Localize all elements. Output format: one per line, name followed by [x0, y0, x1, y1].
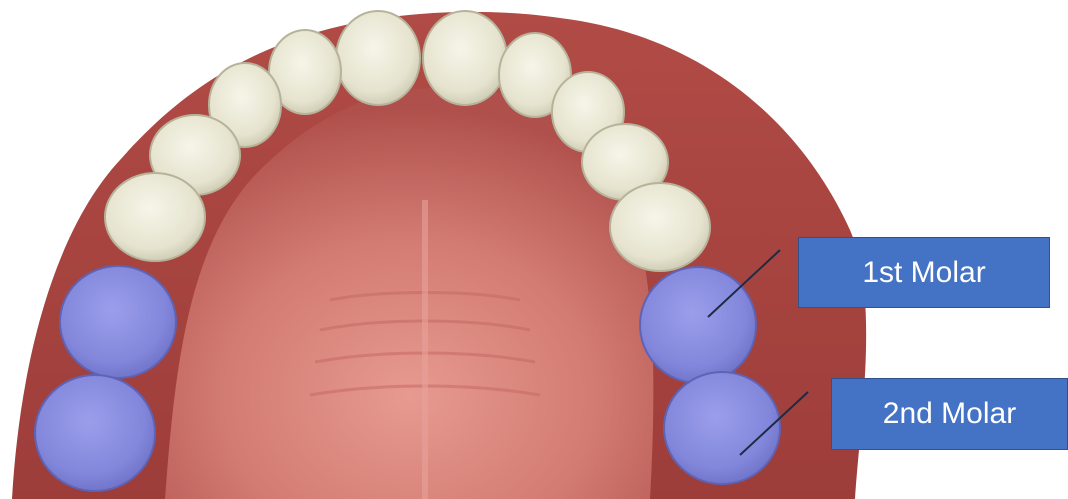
first-molar-right [640, 267, 756, 383]
second-molar-right [664, 372, 780, 484]
label-first-molar: 1st Molar [798, 237, 1050, 308]
label-second-molar: 2nd Molar [831, 378, 1068, 450]
second-molar-left [35, 375, 155, 491]
label-first-molar-text: 1st Molar [862, 256, 985, 290]
label-second-molar-text: 2nd Molar [883, 397, 1016, 431]
tooth-premolar-2-right [610, 183, 710, 271]
tooth-premolar-2-left [105, 173, 205, 261]
first-molar-left [60, 266, 176, 378]
tooth-central-incisor-left [336, 11, 420, 105]
tooth-central-incisor-right [423, 11, 507, 105]
